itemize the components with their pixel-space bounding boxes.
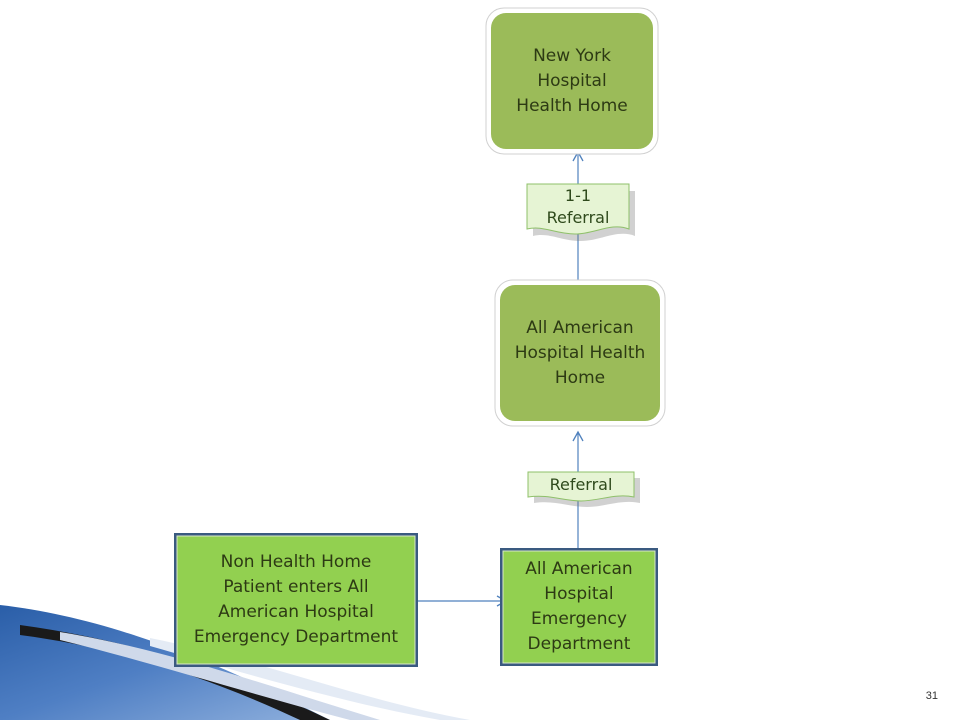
node-ny-health-home — [485, 7, 659, 155]
referral-top-label: 1-1 Referral — [546, 186, 610, 227]
node-aa-health-home — [494, 279, 666, 427]
ny-health-home-label: New York Hospital Health Home — [516, 45, 628, 116]
aa-emergency-label: All American Hospital Emergency Departme… — [525, 559, 633, 654]
referral-tag-top — [526, 183, 635, 241]
patient-entry-label: Non Health Home Patient enters All Ameri… — [193, 552, 399, 647]
aa-health-home-label: All American Hospital Health Home — [514, 317, 646, 388]
referral-tag-bottom — [527, 471, 640, 507]
node-aa-emergency — [500, 548, 658, 666]
node-patient-entry — [174, 533, 418, 667]
page-number: 31 — [925, 690, 938, 702]
referral-bottom-label: Referral — [549, 475, 613, 494]
